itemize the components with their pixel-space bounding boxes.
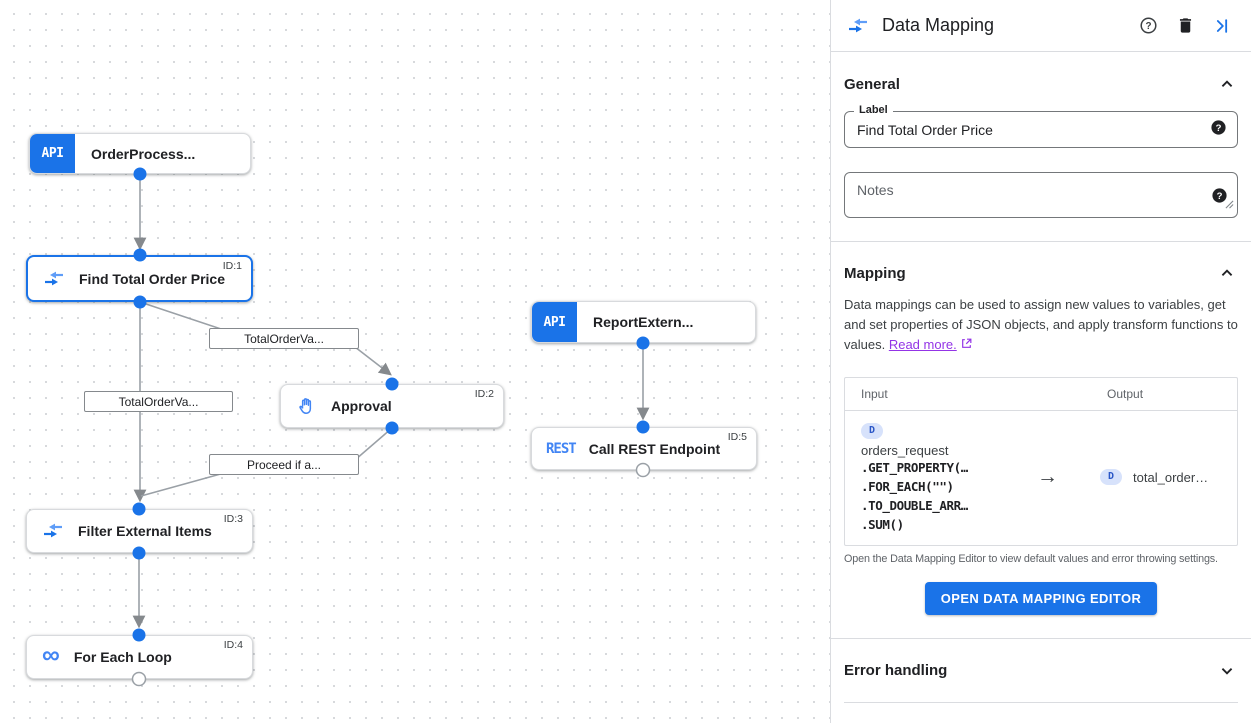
data-mapping-icon bbox=[43, 268, 65, 290]
help-icon[interactable]: ? bbox=[1136, 14, 1160, 38]
loop-icon: ∞ bbox=[42, 641, 60, 669]
general-header-row[interactable]: General bbox=[844, 70, 1238, 98]
mapping-output-cell: D total_order… bbox=[1100, 469, 1208, 485]
label-field-caption: Label bbox=[854, 104, 893, 116]
approval-hand-icon bbox=[296, 396, 317, 417]
edge-label-proceed-if[interactable]: Proceed if a... bbox=[209, 454, 359, 475]
notes-field[interactable]: Notes ? bbox=[844, 172, 1238, 218]
section-general: General Label ? Notes bbox=[831, 52, 1251, 218]
svg-text:?: ? bbox=[1217, 191, 1223, 202]
button-row: OPEN DATA MAPPING EDITOR bbox=[844, 582, 1238, 615]
node-label: Call REST Endpoint bbox=[588, 440, 721, 457]
divider bbox=[831, 241, 1251, 242]
task-id-label: ID:3 bbox=[223, 513, 243, 525]
mapping-table-row[interactable]: D orders_request .GET_PROPERTY(… .FOR_EA… bbox=[845, 411, 1237, 545]
data-mapping-icon bbox=[42, 520, 64, 542]
output-variable: total_order… bbox=[1133, 469, 1209, 485]
panel-header: Data Mapping ? bbox=[831, 0, 1251, 52]
datatype-badge: D bbox=[1100, 469, 1123, 485]
label-field[interactable]: Label ? bbox=[844, 104, 1238, 148]
divider bbox=[831, 638, 1251, 639]
flow-edges-layer bbox=[132, 174, 650, 629]
label-help-icon[interactable]: ? bbox=[1210, 119, 1227, 141]
node-for-each-loop[interactable]: ID:4 ∞ For Each Loop bbox=[26, 635, 253, 679]
notes-help-icon[interactable]: ? bbox=[1211, 187, 1228, 209]
node-find-total-order-price[interactable]: ID:1 Find Total Order Price bbox=[26, 255, 253, 302]
flow-canvas[interactable]: TotalOrderVa... TotalOrderVa... Proceed … bbox=[0, 0, 830, 723]
node-trigger-order-process[interactable]: API OrderProcess... bbox=[29, 133, 251, 174]
node-label: ReportExtern... bbox=[593, 314, 694, 330]
mapping-header-row[interactable]: Mapping bbox=[844, 259, 1238, 287]
mapping-input-cell: D orders_request .GET_PROPERTY(… .FOR_EA… bbox=[861, 420, 1011, 534]
svg-text:?: ? bbox=[1216, 122, 1222, 133]
node-label: Approval bbox=[331, 398, 392, 414]
task-id-label: ID:5 bbox=[727, 431, 747, 443]
section-error-handling: Error handling bbox=[831, 639, 1251, 703]
chevron-up-icon[interactable] bbox=[1216, 73, 1238, 95]
node-approval[interactable]: ID:2 Approval bbox=[280, 384, 504, 428]
api-trigger-badge: API bbox=[532, 302, 577, 342]
column-input: Input bbox=[861, 387, 888, 401]
panel-title: Data Mapping bbox=[882, 15, 995, 35]
label-input[interactable] bbox=[857, 121, 1210, 138]
chevron-up-icon[interactable] bbox=[1216, 262, 1238, 284]
transform-function: .TO_DOUBLE_ARR… bbox=[861, 498, 968, 513]
chevron-down-icon[interactable] bbox=[1216, 660, 1238, 682]
read-more-link[interactable]: Read more. bbox=[888, 337, 957, 352]
rest-badge: REST bbox=[546, 440, 577, 457]
config-panel: Data Mapping ? Gene bbox=[830, 0, 1251, 723]
section-mapping: Mapping Data mappings can be used to ass… bbox=[831, 242, 1251, 615]
mapping-heading: Mapping bbox=[844, 264, 906, 282]
column-output: Output bbox=[1107, 387, 1144, 401]
node-label: Find Total Order Price bbox=[79, 270, 225, 287]
resize-handle-icon[interactable] bbox=[1225, 196, 1234, 214]
api-trigger-badge: API bbox=[30, 134, 75, 173]
mapping-description: Data mappings can be used to assign new … bbox=[844, 295, 1238, 356]
transform-function: .SUM() bbox=[861, 517, 904, 532]
data-mapping-icon bbox=[847, 14, 869, 38]
svg-text:?: ? bbox=[1145, 21, 1151, 32]
node-filter-external-items[interactable]: ID:3 Filter External Items bbox=[26, 509, 253, 553]
general-heading: General bbox=[844, 75, 900, 93]
edge-label-total-order-1[interactable]: TotalOrderVa... bbox=[209, 328, 359, 349]
notes-placeholder: Notes bbox=[857, 182, 894, 198]
node-label: OrderProcess... bbox=[91, 145, 196, 162]
delete-icon[interactable] bbox=[1173, 14, 1197, 38]
task-id-label: ID:4 bbox=[223, 639, 243, 651]
mapping-table-header: Input Output bbox=[845, 378, 1237, 411]
mapping-caption: Open the Data Mapping Editor to view def… bbox=[844, 553, 1218, 565]
open-data-mapping-editor-button[interactable]: OPEN DATA MAPPING EDITOR bbox=[924, 582, 1158, 615]
transform-function: .GET_PROPERTY(… bbox=[861, 460, 968, 475]
mapping-description-text: Data mappings can be used to assign new … bbox=[844, 297, 1238, 352]
edge-label-total-order-2[interactable]: TotalOrderVa... bbox=[84, 391, 233, 412]
mapping-table: Input Output D orders_request .GET_PROPE… bbox=[844, 377, 1238, 546]
task-id-label: ID:1 bbox=[222, 260, 242, 272]
transform-function: .FOR_EACH("") bbox=[861, 479, 954, 494]
datatype-badge: D bbox=[861, 423, 884, 439]
input-variable: orders_request bbox=[861, 443, 949, 458]
error-handling-heading: Error handling bbox=[844, 662, 948, 679]
task-id-label: ID:2 bbox=[474, 388, 494, 400]
collapse-panel-icon[interactable] bbox=[1210, 14, 1234, 38]
error-handling-header-row[interactable]: Error handling bbox=[844, 639, 1238, 703]
node-label: Filter External Items bbox=[78, 523, 212, 539]
mapping-arrow-icon: → bbox=[1037, 465, 1058, 488]
external-link-icon bbox=[960, 336, 973, 356]
node-trigger-report-extern[interactable]: API ReportExtern... bbox=[531, 301, 756, 343]
node-label: For Each Loop bbox=[73, 649, 172, 665]
node-call-rest-endpoint[interactable]: ID:5 REST Call REST Endpoint bbox=[531, 427, 757, 470]
connector-dots-layer bbox=[131, 167, 651, 687]
